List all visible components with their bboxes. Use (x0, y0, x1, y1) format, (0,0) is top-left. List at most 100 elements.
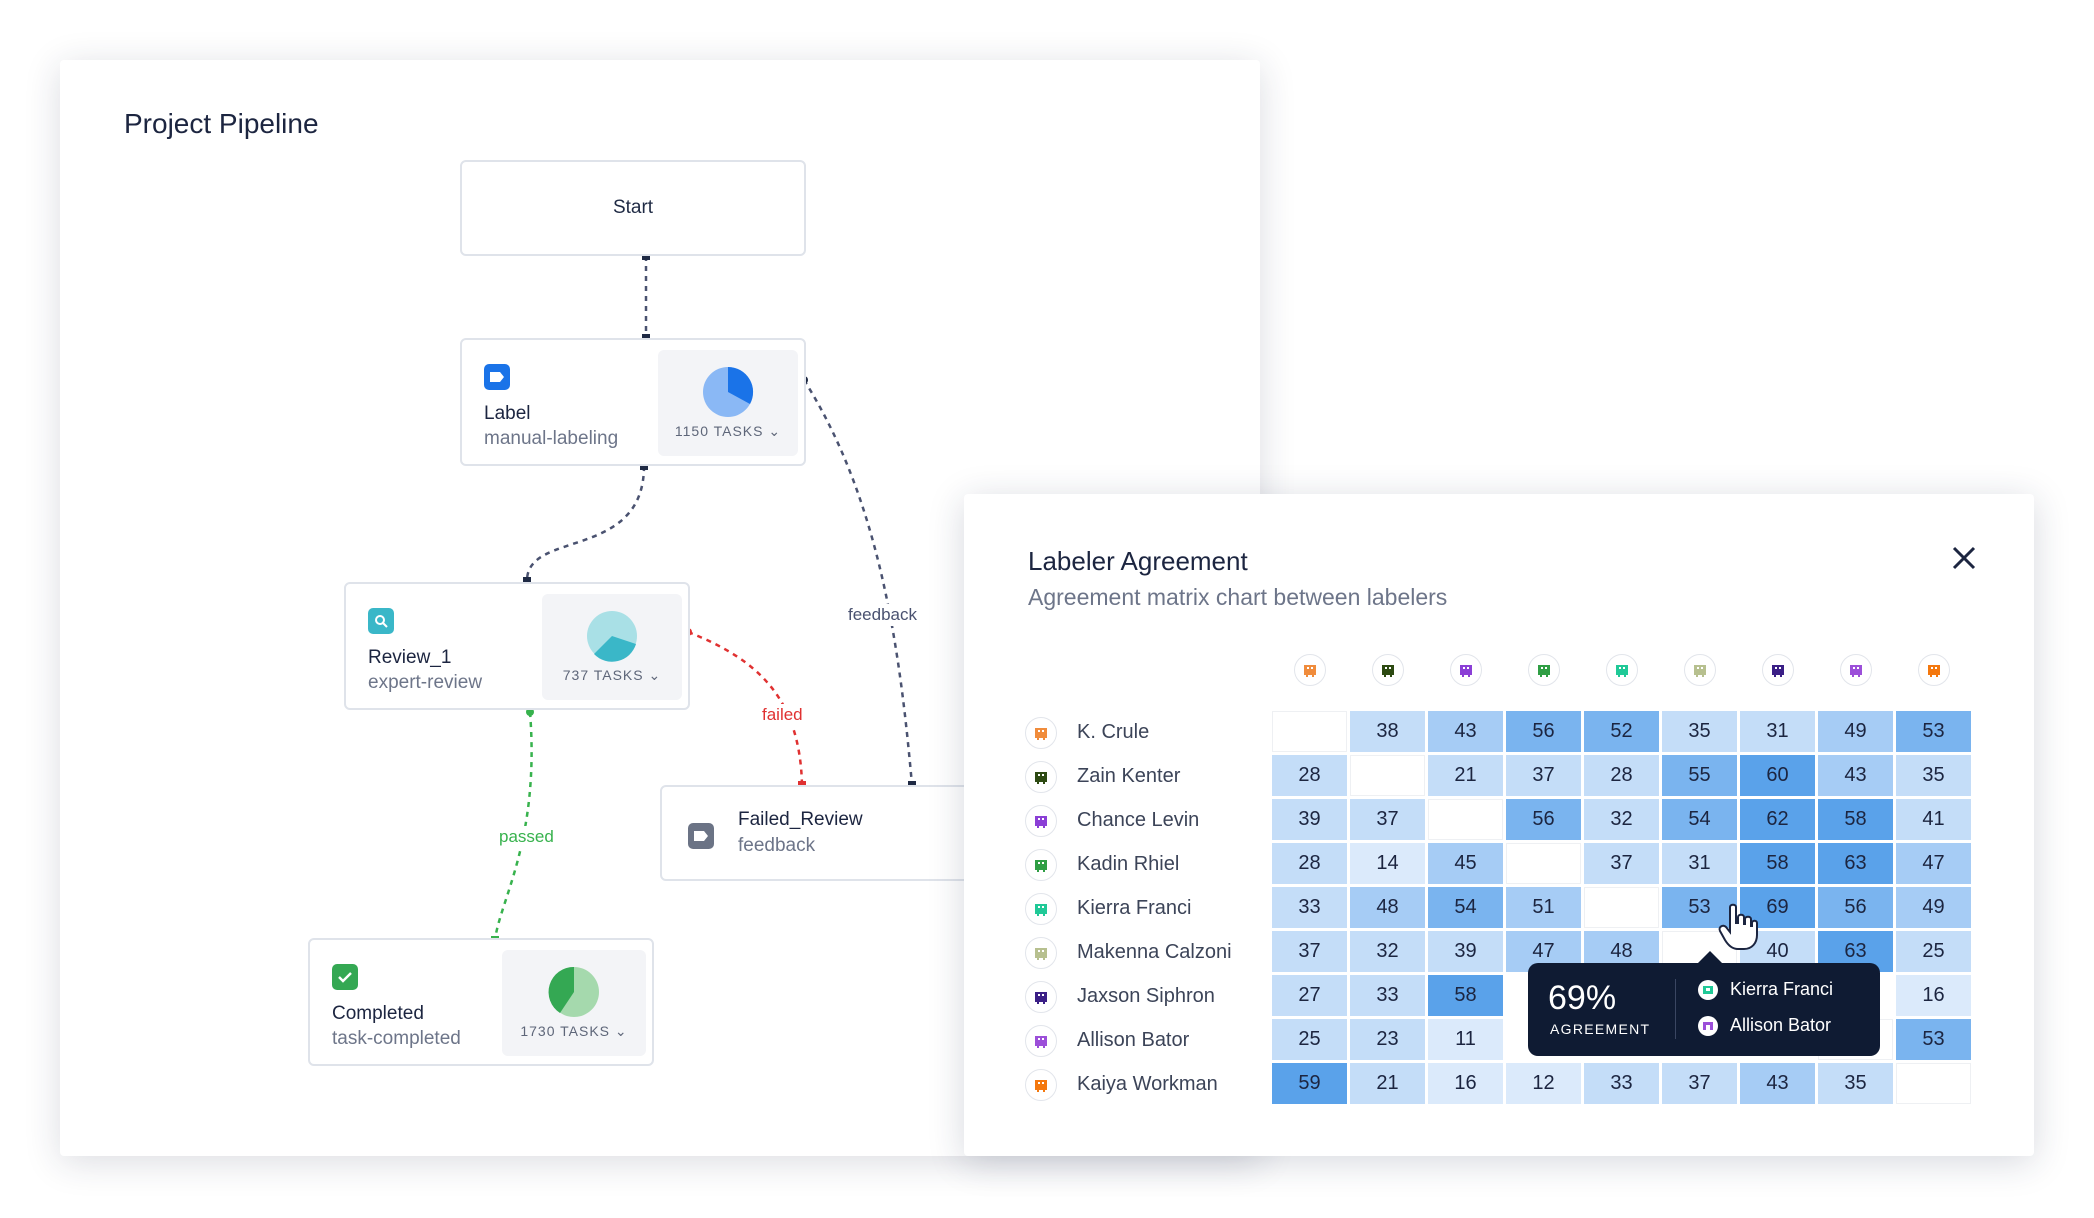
matrix-cell[interactable]: 39 (1428, 931, 1503, 972)
matrix-cell[interactable]: 39 (1272, 799, 1347, 840)
matrix-cell[interactable]: 59 (1272, 1063, 1347, 1104)
matrix-cell[interactable]: 37 (1584, 843, 1659, 884)
matrix-cell[interactable] (1272, 711, 1347, 752)
matrix-cell[interactable] (1584, 887, 1659, 928)
label-tag-icon (484, 364, 510, 390)
matrix-cell[interactable]: 52 (1584, 711, 1659, 752)
node-completed[interactable]: Completed task-completed 1730 TASKS ⌄ (308, 938, 654, 1066)
matrix-cell[interactable]: 45 (1428, 843, 1503, 884)
matrix-cell[interactable]: 37 (1272, 931, 1347, 972)
matrix-cell[interactable]: 23 (1350, 1019, 1425, 1060)
matrix-cell[interactable]: 28 (1584, 755, 1659, 796)
purple-pixel-avatar-icon (1025, 805, 1057, 837)
node-completed-stats[interactable]: 1730 TASKS ⌄ (502, 950, 646, 1056)
node-label-stats[interactable]: 1150 TASKS ⌄ (658, 350, 798, 456)
matrix-cell[interactable]: 37 (1350, 799, 1425, 840)
node-review-title: Review_1 (368, 647, 452, 668)
tooltip-divider (1675, 979, 1676, 1039)
indigo-pixel-avatar-icon (1762, 654, 1794, 686)
matrix-cell[interactable]: 43 (1818, 755, 1893, 796)
matrix-cell[interactable] (1350, 755, 1425, 796)
matrix-cell[interactable]: 60 (1740, 755, 1815, 796)
matrix-cell[interactable]: 28 (1272, 843, 1347, 884)
node-failed-title: Failed_Review (738, 809, 863, 830)
edge-label-passed: passed (496, 826, 557, 848)
matrix-cell[interactable]: 58 (1818, 799, 1893, 840)
matrix-cell[interactable]: 33 (1584, 1063, 1659, 1104)
agreement-title: Labeler Agreement (1028, 546, 1248, 576)
pipeline-title: Project Pipeline (124, 108, 319, 139)
chevron-down-icon: ⌄ (648, 667, 662, 683)
node-review[interactable]: Review_1 expert-review 737 TASKS ⌄ (344, 582, 690, 710)
matrix-cell[interactable]: 14 (1350, 843, 1425, 884)
matrix-cell[interactable]: 55 (1662, 755, 1737, 796)
matrix-cell[interactable]: 54 (1662, 799, 1737, 840)
tooltip-label: AGREEMENT (1550, 1021, 1651, 1037)
matrix-cell[interactable]: 54 (1428, 887, 1503, 928)
chevron-down-icon: ⌄ (614, 1023, 628, 1039)
labeler-row-name: Allison Bator (1077, 1029, 1190, 1051)
matrix-cell[interactable]: 35 (1662, 711, 1737, 752)
matrix-cell[interactable]: 16 (1428, 1063, 1503, 1104)
matrix-cell[interactable]: 48 (1350, 887, 1425, 928)
matrix-cell[interactable]: 31 (1740, 711, 1815, 752)
matrix-cell[interactable]: 32 (1350, 931, 1425, 972)
matrix-cell[interactable] (1896, 1063, 1971, 1104)
node-label-subtitle: manual-labeling (484, 428, 619, 449)
agreement-subtitle: Agreement matrix chart between labelers (1028, 584, 1448, 610)
matrix-cell[interactable]: 58 (1428, 975, 1503, 1016)
node-review-stats[interactable]: 737 TASKS ⌄ (542, 594, 682, 700)
matrix-cell[interactable]: 25 (1896, 931, 1971, 972)
matrix-cell[interactable]: 33 (1350, 975, 1425, 1016)
violet-pixel-avatar-icon (1840, 654, 1872, 686)
matrix-cell[interactable]: 28 (1272, 755, 1347, 796)
matrix-cell[interactable] (1428, 799, 1503, 840)
matrix-cell[interactable]: 53 (1896, 711, 1971, 752)
close-button[interactable] (1948, 542, 1980, 574)
matrix-cell[interactable]: 43 (1740, 1063, 1815, 1104)
green-pixel-avatar-icon (1528, 654, 1560, 686)
matrix-cell[interactable]: 31 (1662, 843, 1737, 884)
matrix-cell[interactable]: 32 (1584, 799, 1659, 840)
node-label[interactable]: Label manual-labeling 1150 TASKS ⌄ (460, 338, 806, 466)
node-failed-subtitle: feedback (738, 835, 816, 856)
matrix-cell[interactable]: 56 (1506, 799, 1581, 840)
matrix-cell[interactable]: 33 (1272, 887, 1347, 928)
matrix-cell[interactable]: 62 (1740, 799, 1815, 840)
matrix-cell[interactable]: 56 (1506, 711, 1581, 752)
matrix-cell[interactable]: 37 (1506, 755, 1581, 796)
matrix-cell[interactable] (1506, 843, 1581, 884)
matrix-cell[interactable]: 27 (1272, 975, 1347, 1016)
matrix-cell[interactable]: 63 (1818, 843, 1893, 884)
matrix-cell[interactable]: 43 (1428, 711, 1503, 752)
matrix-cell[interactable]: 47 (1896, 843, 1971, 884)
matrix-cell[interactable]: 56 (1818, 887, 1893, 928)
labeler-row-name: Kadin Rhiel (1077, 853, 1180, 875)
search-icon (368, 608, 394, 634)
matrix-cell[interactable]: 53 (1662, 887, 1737, 928)
matrix-cell[interactable]: 25 (1272, 1019, 1347, 1060)
matrix-cell[interactable]: 41 (1896, 799, 1971, 840)
matrix-cell[interactable]: 37 (1662, 1063, 1737, 1104)
matrix-cell[interactable]: 21 (1350, 1063, 1425, 1104)
matrix-cell[interactable]: 53 (1896, 1019, 1971, 1060)
agreement-tooltip: 69% AGREEMENT Kierra Franci Allison Bato… (1528, 951, 1880, 1056)
matrix-cell[interactable]: 38 (1350, 711, 1425, 752)
node-start[interactable]: Start (460, 160, 806, 256)
node-review-tasks: 737 TASKS (562, 667, 644, 683)
matrix-cell[interactable]: 49 (1818, 711, 1893, 752)
labeler-row-name: Kaiya Workman (1077, 1073, 1218, 1095)
purple-pixel-avatar-icon (1450, 654, 1482, 686)
matrix-cell[interactable]: 35 (1896, 755, 1971, 796)
matrix-cell[interactable]: 35 (1818, 1063, 1893, 1104)
edge-label-feedback: feedback (845, 604, 920, 626)
node-failed-review[interactable]: Failed_Review feedback (660, 785, 972, 881)
matrix-cell[interactable]: 11 (1428, 1019, 1503, 1060)
matrix-cell[interactable]: 49 (1896, 887, 1971, 928)
matrix-cell[interactable]: 21 (1428, 755, 1503, 796)
matrix-cell[interactable]: 16 (1896, 975, 1971, 1016)
tooltip-person-a: Kierra Franci (1698, 979, 1833, 1000)
matrix-cell[interactable]: 12 (1506, 1063, 1581, 1104)
matrix-cell[interactable]: 58 (1740, 843, 1815, 884)
matrix-cell[interactable]: 51 (1506, 887, 1581, 928)
